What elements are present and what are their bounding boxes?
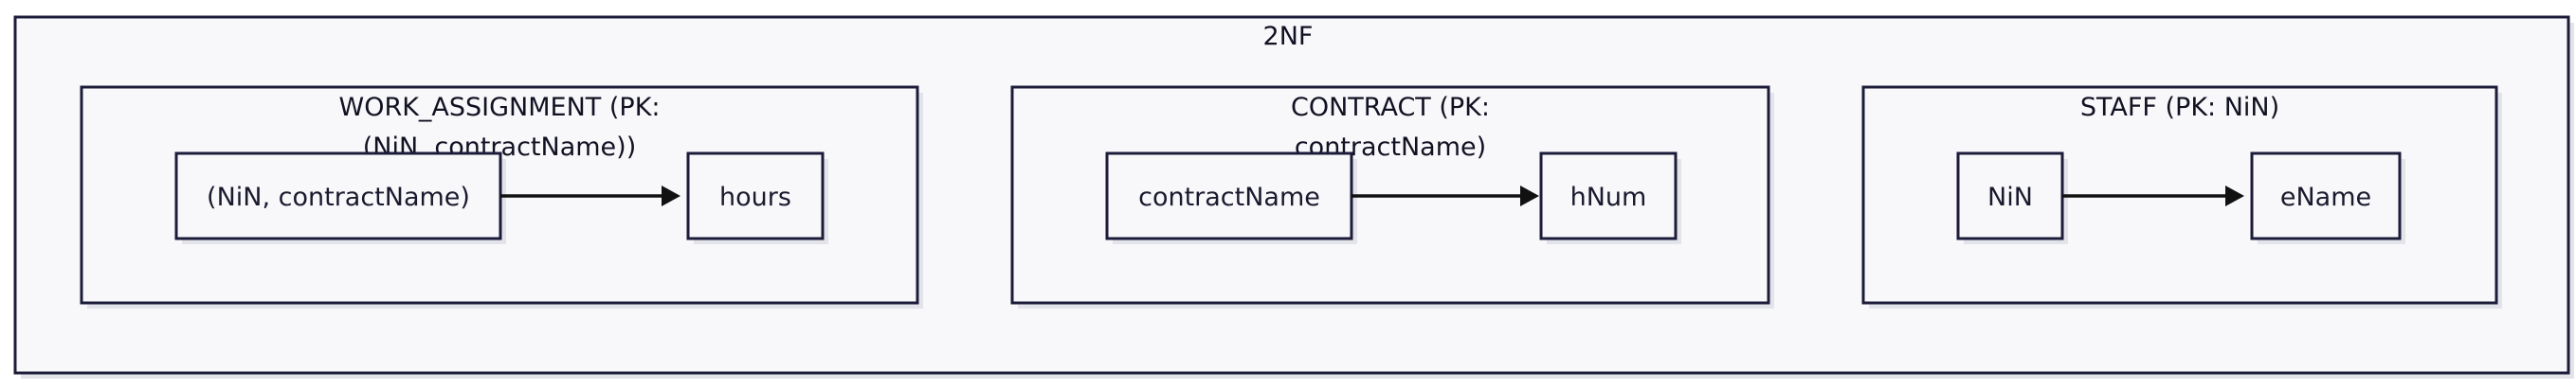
dependent-box bbox=[1539, 151, 1678, 240]
dependent-box bbox=[2250, 151, 2402, 240]
arrow-head bbox=[2225, 186, 2244, 206]
relation-staff: STAFF (PK: NiN) NiN eName bbox=[1861, 85, 2502, 309]
determinant-box bbox=[174, 151, 502, 240]
determinant-label: NiN bbox=[1987, 183, 2033, 212]
dependent-box bbox=[686, 151, 825, 240]
dependent-label: hours bbox=[719, 183, 791, 212]
relation-title: CONTRACT (PK: bbox=[1291, 93, 1490, 122]
relation-title: STAFF (PK: NiN) bbox=[2080, 93, 2279, 122]
determinant-box bbox=[1105, 151, 1353, 240]
relation-contract: CONTRACT (PK: contractName) contractName… bbox=[1010, 85, 1774, 309]
dependent-label: eName bbox=[2280, 183, 2371, 212]
relation-title: WORK_ASSIGNMENT (PK: bbox=[339, 93, 661, 122]
dependent-label: hNum bbox=[1570, 183, 1647, 212]
diagram-title: 2NF bbox=[1263, 22, 1314, 51]
arrow-head bbox=[1520, 186, 1539, 206]
determinant-label: contractName bbox=[1138, 183, 1320, 212]
relation-work-assignment: WORK_ASSIGNMENT (PK: (NiN, contractName)… bbox=[80, 85, 923, 309]
determinant-box bbox=[1956, 151, 2064, 240]
determinant-label: (NiN, contractName) bbox=[207, 183, 470, 212]
arrow-head bbox=[662, 186, 680, 206]
